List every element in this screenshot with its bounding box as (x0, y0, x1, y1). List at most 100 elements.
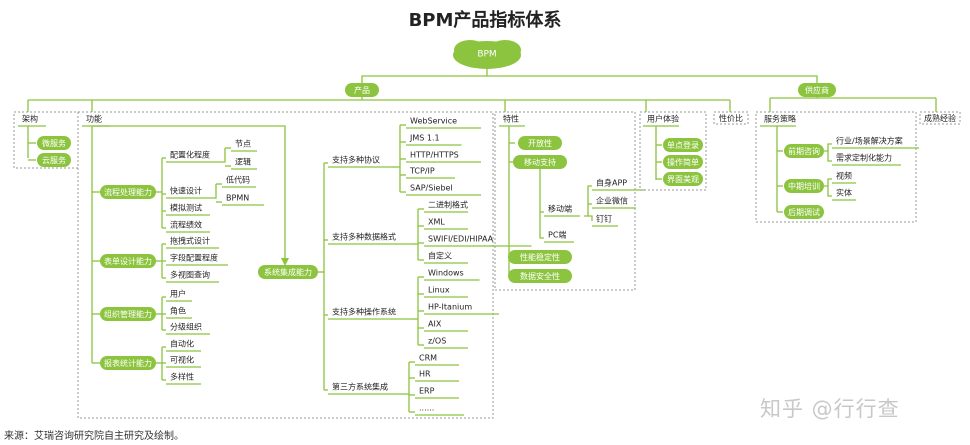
service-item-0-0: 行业/场景解决方案 (836, 136, 903, 146)
integration-item-1-2: SWIFI/EDI/HIPAA (428, 235, 494, 244)
feature-security: 数据安全性 (520, 271, 560, 281)
feature-performance: 性能稳定性 (520, 252, 560, 262)
connector-service-items (824, 178, 832, 187)
function-item-3-1: 可视化 (170, 355, 194, 365)
case-experience-box (919, 111, 961, 125)
feature-mobile-bubble (513, 155, 567, 169)
architecture-item-0-bubble (37, 136, 71, 150)
ux-item-2: 界面美观 (667, 174, 699, 184)
function-group-0: 流程处理能力 (104, 187, 152, 197)
service-group-1: 中期培训 (788, 181, 820, 191)
connector-service-items (827, 186, 832, 197)
function-item-3-0: 自动化 (170, 339, 194, 349)
integration-item-1-3: 自定义 (428, 251, 452, 261)
function-item-1-1: 字段配置程度 (170, 253, 218, 263)
ux-item-1: 操作简单 (667, 157, 699, 167)
function-group-3: 报表统计能力 (104, 358, 152, 368)
node-product: 产品 (354, 85, 370, 95)
service-item-1-1: 实体 (836, 188, 852, 198)
integration-group-1: 支持多种数据格式 (332, 232, 396, 242)
service-group-1-bubble (784, 179, 824, 193)
function-item-2-1: 角色 (170, 306, 186, 316)
function-sub-0-1-0: 低代码 (226, 175, 250, 185)
feature-mobile-item-0: 自身APP (596, 178, 627, 188)
feature-pc: PC端 (548, 230, 566, 240)
watermark: 知乎 @行行查 (760, 397, 900, 421)
connector-root-supplier (487, 75, 818, 84)
connector-mobile (539, 169, 544, 239)
ux-item-0-bubble (663, 138, 703, 152)
integration-group-2: 支持多种操作系统 (332, 307, 396, 317)
integration-item-2-0: Windows (428, 269, 464, 278)
connector-service-items (824, 143, 832, 152)
ux-item-0: 单点登录 (667, 140, 699, 150)
function-sub-0-0-0: 节点 (235, 140, 251, 149)
integration-item-3-0: CRM (419, 354, 437, 363)
integration-item-0-4: SAP/Siebel (410, 184, 453, 193)
cost-performance-box (713, 111, 749, 125)
feature-open-bubble (518, 136, 562, 150)
function-item-3-2: 多样性 (170, 372, 194, 382)
function-group-1: 表单设计能力 (104, 256, 152, 266)
function-item-1-0: 拖拽式设计 (170, 236, 210, 246)
function-item-0-3: 流程绩效 (170, 220, 202, 230)
function-group-2: 组织管理能力 (104, 309, 152, 319)
integration-item-1-0: 二进制格式 (428, 200, 468, 210)
service-item-1-0: 视频 (836, 171, 852, 181)
integration-group-0: 支持多种协议 (332, 155, 380, 165)
bpm-cloud-shape (489, 40, 521, 60)
service-group-2: 后期调试 (788, 207, 820, 217)
function-item-2-2: 分级组织 (170, 322, 202, 332)
function-sub-0-1-1: BPMN (226, 194, 249, 203)
connector-function-sub (210, 184, 217, 199)
service-group-2-bubble (784, 205, 824, 219)
function-group-1-bubble (100, 254, 156, 268)
feature-mobile-item-1: 企业微信 (596, 196, 628, 206)
source-caption: 来源：艾瑞咨询研究院自主研究及绘制。 (4, 431, 184, 442)
function-item-2-0: 用户 (170, 289, 186, 299)
function-item-0-0: 配置化程度 (170, 150, 210, 160)
integration-item-0-1: JMS 1.1 (409, 134, 440, 143)
function-sub-0-0-1: 逻辑 (235, 157, 251, 167)
integration-item-2-2: HP-Itanium (428, 303, 472, 312)
feature-mobile: 移动支持 (524, 157, 556, 167)
integration-item-2-1: Linux (428, 286, 450, 295)
function-group-0-bubble (100, 185, 156, 199)
bpm-cloud-shape (454, 40, 486, 60)
connector-root-product (361, 69, 488, 84)
architecture-label: 架构 (22, 114, 38, 124)
integration-item-3-1: HR (419, 370, 431, 379)
functions-label: 功能 (86, 114, 102, 124)
integration-item-2-3: AIX (428, 320, 442, 329)
connector-mobile-items (584, 185, 592, 217)
functions-box (77, 111, 494, 419)
integration-group-3: 第三方系统集成 (332, 382, 388, 392)
ux-item-2-bubble (663, 172, 703, 186)
node-supplier: 供应商 (805, 85, 829, 95)
service-group-0: 前期咨询 (788, 146, 820, 156)
ux-label: 用户体验 (647, 114, 679, 124)
connector-service-items (827, 151, 832, 162)
service-group-0-bubble (784, 144, 824, 158)
integration-item-0-2: HTTP/HTTPS (410, 151, 459, 160)
connector-function-sub (219, 148, 226, 163)
ux-box (639, 111, 707, 191)
integration-item-0-3: TCP/IP (409, 167, 435, 176)
service-box (755, 111, 917, 223)
function-group-3-bubble (100, 356, 156, 370)
node-integration-bubble (258, 265, 318, 279)
architecture-item-1: 云服务 (42, 155, 66, 165)
arrow-head (281, 258, 289, 266)
feature-security-bubble (508, 269, 572, 283)
architecture-item-0: 微服务 (42, 138, 66, 148)
integration-item-3-2: ERP (419, 387, 435, 396)
function-item-0-2: 模拟测试 (170, 203, 202, 213)
feature-open: 开放性 (528, 138, 552, 148)
connector-mobile-items (588, 215, 593, 221)
features-label: 特性 (503, 114, 519, 124)
feature-mobile-end: 移动端 (548, 204, 572, 214)
node-integration: 系统集成能力 (264, 267, 312, 277)
feature-mobile-item-2: 钉钉 (596, 214, 612, 224)
function-group-2-bubble (100, 307, 156, 321)
case-experience-label: 成熟经验 (924, 113, 956, 123)
